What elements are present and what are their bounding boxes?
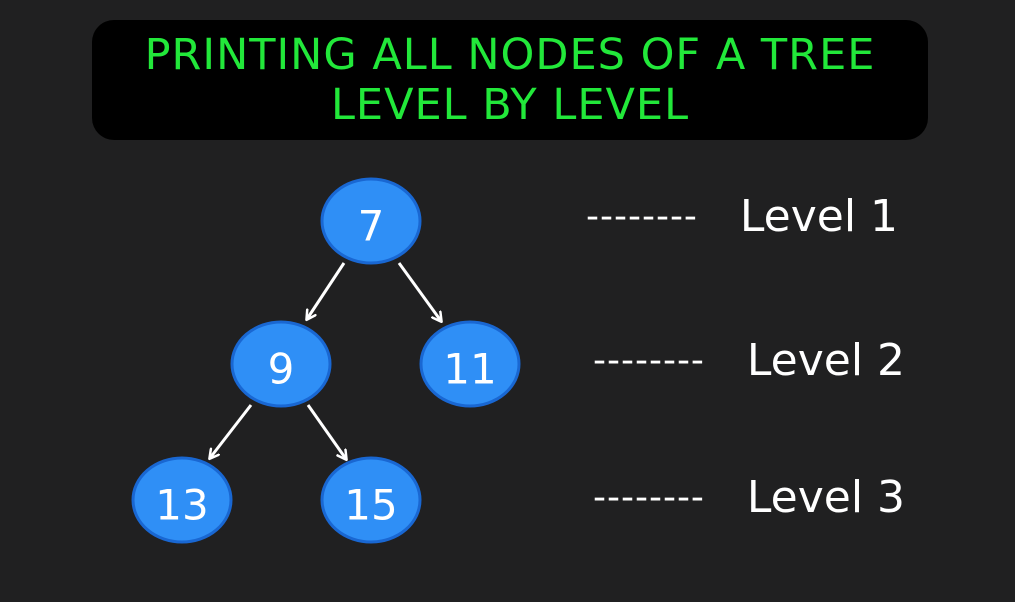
- level-row-1: -------- Level 1: [586, 191, 898, 242]
- tree-node-13: 13: [131, 456, 233, 544]
- tree-node-15-label: 15: [344, 481, 397, 530]
- tree-node-9: 9: [230, 320, 332, 408]
- level-row-2: -------- Level 2: [593, 335, 905, 386]
- title-line-1: PRINTING ALL NODES OF A TREE: [144, 30, 876, 80]
- level-2-label: Level 2: [746, 335, 906, 386]
- tree-node-11-label: 11: [443, 345, 496, 394]
- tree-node-7: 7: [320, 177, 422, 265]
- tree-node-11: 11: [419, 320, 521, 408]
- edge-9-to-15: [306, 404, 346, 459]
- title-line-2: LEVEL BY LEVEL: [330, 80, 690, 130]
- edge-7-to-11: [397, 262, 441, 321]
- tree-node-9-label: 9: [268, 345, 295, 394]
- level-row-3: -------- Level 3: [593, 472, 905, 523]
- level-2-dashes: --------: [593, 340, 705, 381]
- level-1-label: Level 1: [739, 191, 899, 242]
- tree-node-13-label: 13: [155, 481, 208, 530]
- tree-node-15: 15: [320, 456, 422, 544]
- edge-7-to-9: [307, 262, 346, 319]
- title-banner: PRINTING ALL NODES OF A TREE LEVEL BY LE…: [92, 20, 928, 140]
- level-3-dashes: --------: [593, 477, 705, 518]
- edge-9-to-13: [210, 404, 253, 458]
- tree-node-7-label: 7: [358, 202, 385, 251]
- level-3-label: Level 3: [746, 472, 906, 523]
- level-1-dashes: --------: [586, 196, 698, 237]
